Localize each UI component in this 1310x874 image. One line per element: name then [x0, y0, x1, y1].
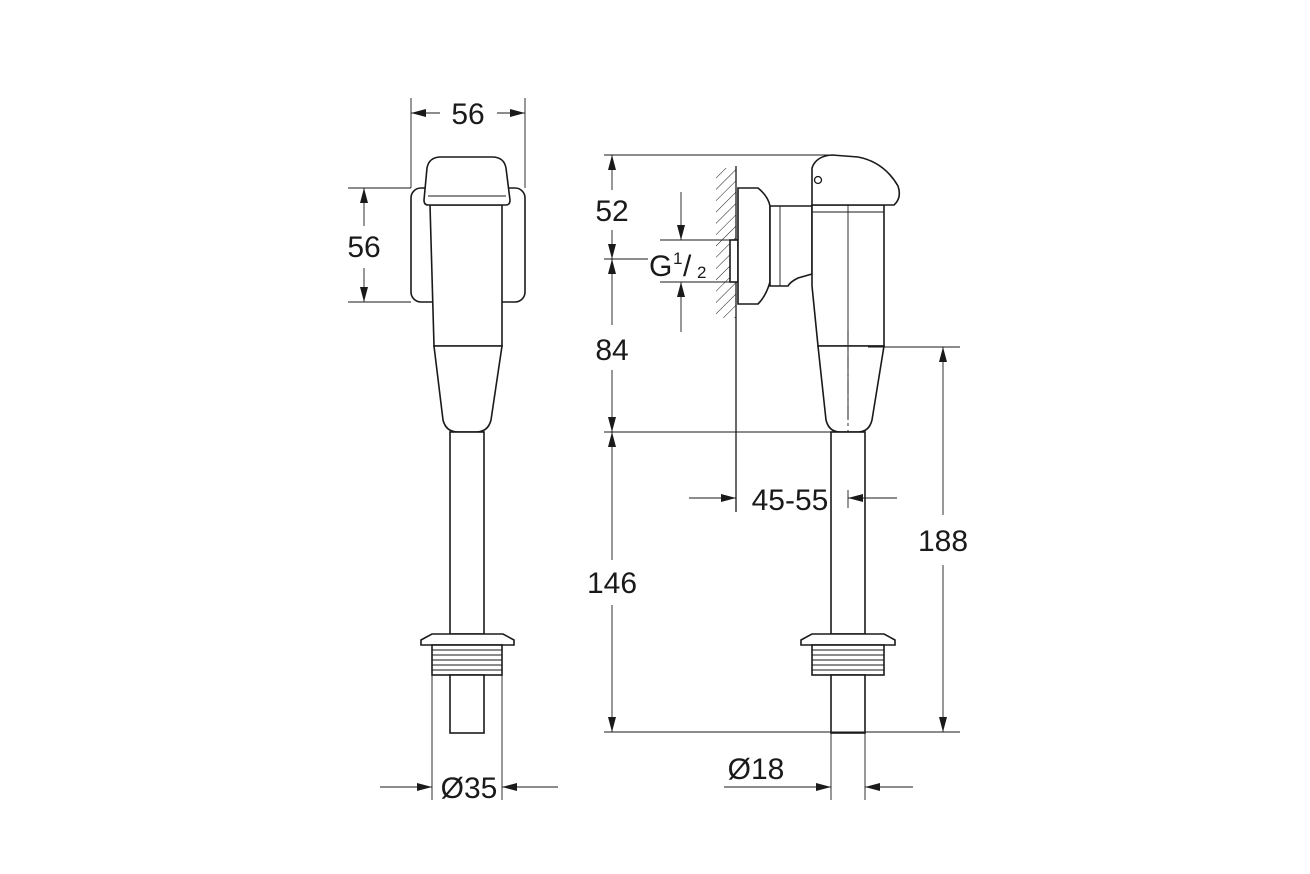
front-dimensions: 56 56 Ø35	[347, 98, 558, 805]
side-diameter-label: Ø18	[728, 753, 785, 786]
side-middle-label: 84	[595, 334, 628, 367]
thread-label-numerator: 1	[673, 249, 682, 268]
front-view	[410, 156, 526, 734]
side-rosette	[737, 187, 771, 305]
side-inlet-thread	[729, 239, 739, 283]
front-width-label: 56	[451, 98, 484, 131]
side-cap-screw	[813, 175, 823, 185]
side-lower-body	[817, 345, 885, 433]
front-threaded-connector	[431, 644, 503, 676]
front-diameter-label: Ø35	[441, 772, 498, 805]
side-flush-pipe	[830, 431, 866, 635]
side-lower-label: 146	[587, 567, 637, 600]
side-neck	[769, 205, 813, 287]
side-dimensions: 52 84 146 G 1 / 2 188 45-55 Ø18	[587, 154, 968, 800]
front-spigot	[449, 674, 485, 734]
side-spigot	[830, 674, 866, 734]
front-height-label: 56	[347, 231, 380, 264]
front-lower-body	[433, 345, 503, 433]
thread-label-slash: /	[683, 250, 692, 283]
front-upper-body	[429, 204, 503, 347]
side-projection-label: 45-55	[752, 484, 829, 517]
thread-label-g: G	[649, 250, 672, 283]
side-flange	[800, 633, 896, 646]
front-cap	[423, 156, 511, 206]
side-top-label: 52	[595, 195, 628, 228]
front-flush-pipe	[449, 431, 485, 635]
side-view	[716, 154, 901, 734]
thread-label-denominator: 2	[697, 263, 706, 282]
side-total-label: 188	[918, 525, 968, 558]
front-flange	[420, 633, 515, 646]
side-cap	[811, 154, 901, 206]
side-threaded-connector	[811, 644, 885, 676]
